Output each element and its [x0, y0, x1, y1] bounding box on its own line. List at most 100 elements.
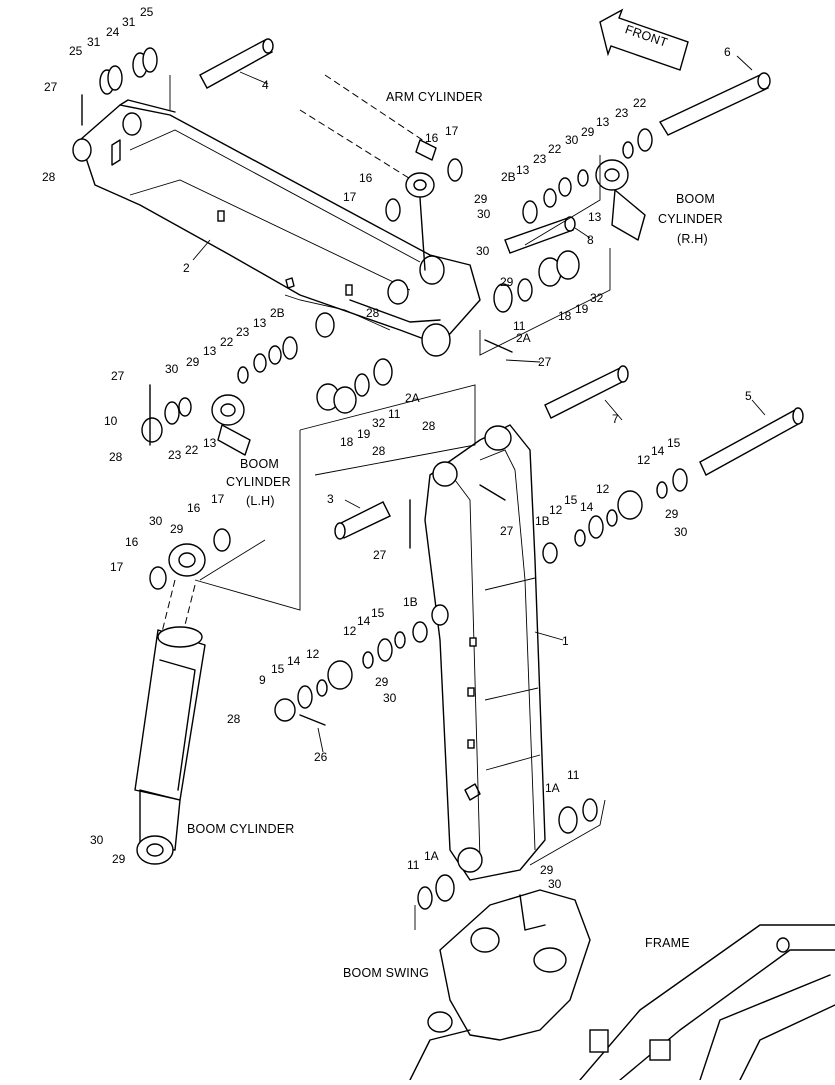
- arm-cylinder-label: ARM CYLINDER: [386, 90, 483, 104]
- callout-28-b: 28: [366, 306, 380, 320]
- callout-numbers: 1 1A 1A 1B 1B 2 2A 2A 2B 2B 3 4 5 6 7 8 …: [42, 5, 752, 891]
- callout-12-c: 12: [549, 503, 563, 517]
- callout-12-d: 12: [343, 624, 357, 638]
- callout-30-i: 30: [548, 877, 562, 891]
- callout-2: 2: [183, 261, 190, 275]
- callout-11-a: 11: [513, 319, 526, 333]
- callout-29-g: 29: [375, 675, 389, 689]
- callout-25-a: 25: [69, 44, 83, 58]
- callout-1: 1: [562, 634, 569, 648]
- callout-30-h: 30: [90, 833, 104, 847]
- callout-23-a: 23: [615, 106, 629, 120]
- front-arrow: FRONT: [599, 8, 689, 71]
- boom-cylinder-label: BOOM CYLINDER: [187, 822, 294, 836]
- callout-14-b: 14: [580, 500, 594, 514]
- pin-5: [699, 407, 804, 476]
- text-labels: ARM CYLINDER BOOM CYLINDER (R.H) BOOM CY…: [187, 90, 723, 980]
- pin-8: [504, 216, 576, 254]
- leaders: [192, 55, 766, 753]
- callout-32-a: 32: [590, 291, 604, 305]
- callout-16-c: 16: [187, 501, 201, 515]
- callout-13-a: 13: [596, 115, 610, 129]
- callout-13-e: 13: [203, 344, 217, 358]
- callout-29-e: 29: [665, 507, 679, 521]
- callout-27-a: 27: [44, 80, 58, 94]
- callout-30-g: 30: [383, 691, 397, 705]
- callout-15-b: 15: [564, 493, 578, 507]
- callout-22-b: 22: [548, 142, 562, 156]
- boom-cylinder-lh-line2: CYLINDER: [226, 475, 291, 489]
- callout-11-b: 11: [388, 407, 401, 421]
- rings: [99, 47, 688, 910]
- boom-swing: [409, 889, 591, 1081]
- boom-cylinder-lh-eye: [211, 394, 251, 456]
- callout-6: 6: [724, 45, 731, 59]
- callout-27-b: 27: [538, 355, 552, 369]
- callout-24: 24: [106, 25, 120, 39]
- callout-7: 7: [612, 412, 619, 426]
- callout-18-b: 18: [340, 435, 354, 449]
- callout-11-c: 11: [567, 768, 580, 782]
- boom-cylinder-rh-line2: CYLINDER: [658, 212, 723, 226]
- callout-17-a: 17: [445, 124, 459, 138]
- callout-25-b: 25: [140, 5, 154, 19]
- boom-cylinder-lh: [134, 543, 206, 865]
- callout-29-d: 29: [186, 355, 200, 369]
- callout-17-d: 17: [110, 560, 124, 574]
- callout-22-c: 22: [220, 335, 234, 349]
- callout-30-c: 30: [476, 244, 490, 258]
- callout-30-f: 30: [149, 514, 163, 528]
- callout-32-b: 32: [372, 416, 386, 430]
- callout-2a-bottom: 2A: [405, 391, 420, 405]
- arm-cylinder: [299, 74, 437, 271]
- arm-body: [72, 99, 481, 357]
- callout-12-a: 12: [637, 453, 651, 467]
- callout-29-c: 29: [500, 275, 514, 289]
- pin-4: [199, 38, 274, 89]
- callout-29-b: 29: [474, 192, 488, 206]
- callout-29-f: 29: [170, 522, 184, 536]
- callout-13-f: 13: [203, 436, 217, 450]
- callout-29-a: 29: [581, 125, 595, 139]
- callout-16-a: 16: [425, 131, 439, 145]
- callout-11-d: 11: [407, 858, 420, 872]
- callout-13-b: 13: [516, 163, 530, 177]
- callout-31-b: 31: [122, 15, 136, 29]
- callout-12-b: 12: [596, 482, 610, 496]
- boom-body: [424, 424, 546, 881]
- callout-10: 10: [104, 414, 118, 428]
- callout-16-d: 16: [125, 535, 139, 549]
- callout-15-c: 15: [371, 606, 385, 620]
- callout-16-b: 16: [359, 171, 373, 185]
- callout-19-a: 19: [575, 302, 589, 316]
- frame-label: FRAME: [645, 936, 690, 950]
- pin-6: [658, 72, 771, 136]
- callout-17-b: 17: [343, 190, 357, 204]
- pin-7: [544, 365, 629, 419]
- callout-23-d: 23: [168, 448, 182, 462]
- callout-1b-right: 1B: [535, 514, 550, 528]
- boom-cylinder-rh-line1: BOOM: [676, 192, 715, 206]
- callout-8: 8: [587, 233, 594, 247]
- callout-2a-top: 2A: [516, 331, 531, 345]
- callout-30-d: 30: [165, 362, 179, 376]
- callout-15-d: 15: [271, 662, 285, 676]
- callout-12-e: 12: [306, 647, 320, 661]
- callout-13-c: 13: [588, 210, 602, 224]
- callout-14-c: 14: [357, 614, 371, 628]
- callout-14-d: 14: [287, 654, 301, 668]
- callout-3: 3: [327, 492, 334, 506]
- callout-1b-left: 1B: [403, 595, 418, 609]
- callout-30-a: 30: [565, 133, 579, 147]
- callout-28-f: 28: [227, 712, 241, 726]
- callout-1a-right: 1A: [545, 781, 560, 795]
- callout-1a-left: 1A: [424, 849, 439, 863]
- callout-13-d: 13: [253, 316, 267, 330]
- callout-31-a: 31: [87, 35, 101, 49]
- callout-14-a: 14: [651, 444, 665, 458]
- callout-27-e: 27: [373, 548, 387, 562]
- callout-22-d: 22: [185, 443, 199, 457]
- callout-27-d: 27: [500, 524, 514, 538]
- callout-4: 4: [262, 78, 269, 92]
